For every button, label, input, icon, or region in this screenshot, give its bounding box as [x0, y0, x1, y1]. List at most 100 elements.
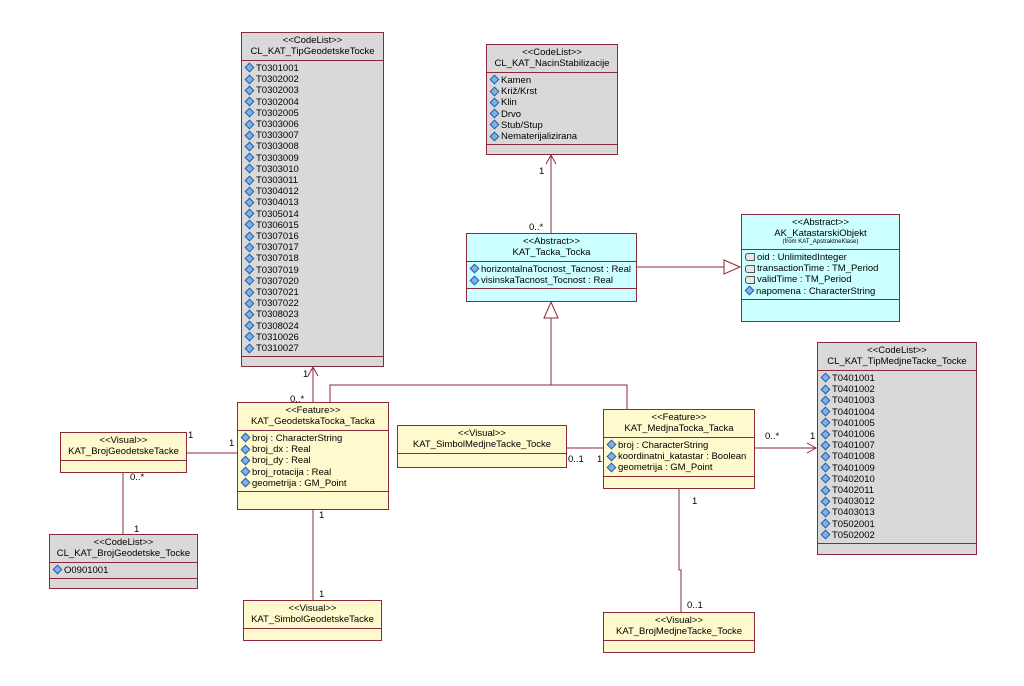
attribute-text: validTime : TM_Period [757, 274, 852, 286]
class-geodetska-tocka[interactable]: <<Feature>> KAT_GeodetskaTocka_Tacka bro… [237, 402, 389, 510]
attribute-text: T0303011 [256, 175, 299, 187]
class-name: KAT_SimbolGeodetskeTacke [251, 614, 374, 625]
class-attribute: geometrija : GM_Point [606, 462, 751, 473]
class-attribute: T0310026 [244, 331, 380, 343]
class-attribute: Kamen [489, 75, 614, 86]
attribute-text: Stub/Stup [501, 119, 543, 131]
attribute-text: T0305014 [256, 208, 299, 220]
class-attribute: T0303009 [244, 153, 380, 164]
public-attribute-icon [820, 518, 831, 529]
class-attribute: broj_rotacija : Real [240, 466, 385, 478]
class-attribute: validTime : TM_Period [745, 274, 896, 285]
attribute-text: T0502001 [832, 518, 875, 530]
attribute-text: T0301001 [256, 63, 299, 74]
class-tacka-tocka[interactable]: <<Abstract>> KAT_Tacka_Tocka horizontaln… [466, 233, 637, 302]
attribute-text: T0308024 [256, 320, 299, 332]
multiplicity-label: 1 [303, 369, 309, 380]
class-attribute: broj : CharacterString [606, 440, 751, 451]
class-name: CL_KAT_NacinStabilizacije [494, 58, 610, 69]
public-attribute-icon [244, 74, 255, 85]
public-attribute-icon [820, 440, 831, 451]
class-attribute: Stub/Stup [489, 119, 614, 131]
class-tip-geodetske-tocke[interactable]: <<CodeList>> CL_KAT_TipGeodetskeTocke T0… [241, 32, 384, 367]
public-attribute-icon [244, 264, 255, 275]
operations-compartment [398, 454, 566, 463]
attribute-text: T0304012 [256, 186, 299, 198]
attribute-text: Klin [501, 97, 517, 109]
stereotype-label: <<Feature>> [285, 405, 341, 416]
public-attribute-icon [489, 131, 500, 141]
attribute-text: T0502002 [832, 529, 875, 541]
public-attribute-icon [240, 455, 251, 466]
attribute-text: T0402011 [832, 485, 875, 497]
operations-compartment [61, 461, 186, 469]
multiplicity-label: 1 [692, 496, 698, 507]
public-attribute-icon [489, 75, 500, 85]
gen-triangle-tacka [543, 300, 559, 319]
public-attribute-icon [244, 208, 255, 219]
class-name: AK_KatastarskiObjekt [774, 228, 867, 239]
public-attribute-icon [244, 107, 255, 118]
multiplicity-label: 0..1 [568, 454, 584, 465]
operations-compartment [242, 357, 383, 367]
attribute-text: T0302004 [256, 96, 299, 108]
class-header: <<CodeList>> CL_KAT_BrojGeodetske_Tocke [50, 535, 197, 563]
class-attribute: T0302005 [244, 107, 380, 119]
class-header: <<Abstract>> AK_KatastarskiObjekt (from … [742, 215, 899, 250]
public-attribute-icon [244, 163, 255, 174]
attribute-text: T0306015 [256, 219, 299, 231]
class-simbol-geodetske-tacke[interactable]: <<Visual>> KAT_SimbolGeodetskeTacke [243, 600, 382, 641]
attribute-text: T0302005 [256, 107, 299, 119]
attribute-text: T0307021 [256, 287, 299, 299]
attribute-text: T0310026 [256, 331, 299, 343]
public-attribute-icon [469, 264, 480, 274]
class-attribute: T0401007 [820, 440, 973, 451]
multiplicity-label: 0..1 [687, 600, 703, 611]
class-attribute: T0307019 [244, 264, 380, 276]
public-attribute-icon [244, 175, 255, 185]
stereotype-label: <<Visual>> [655, 615, 703, 626]
gen-triangle-katastarski [723, 259, 742, 275]
stereotype-label: <<CodeList>> [93, 537, 154, 548]
attribute-text: T0402010 [832, 473, 875, 485]
class-attribute: Klin [489, 97, 614, 109]
class-medjna-tocka[interactable]: <<Feature>> KAT_MedjnaTocka_Tacka broj :… [603, 409, 755, 489]
public-attribute-icon [244, 275, 255, 286]
public-attribute-icon [606, 462, 617, 473]
public-attribute-icon [244, 253, 255, 264]
class-nacin-stabilizacije[interactable]: <<CodeList>> CL_KAT_NacinStabilizacije K… [486, 44, 618, 155]
class-header: <<Feature>> KAT_GeodetskaTocka_Tacka [238, 403, 388, 431]
public-attribute-icon [244, 130, 255, 141]
public-attribute-icon [820, 417, 831, 428]
class-attribute: T0403012 [820, 496, 973, 507]
class-tip-medjne-tacke[interactable]: <<CodeList>> CL_KAT_TipMedjneTacke_Tocke… [817, 342, 977, 555]
class-attribute: T0401006 [820, 429, 973, 440]
public-attribute-icon [240, 444, 251, 455]
public-attribute-icon [244, 331, 255, 342]
class-name: CL_KAT_BrojGeodetske_Tocke [56, 548, 191, 559]
public-attribute-icon [489, 97, 500, 108]
public-attribute-icon [606, 440, 617, 450]
class-attribute: T0401001 [820, 373, 973, 384]
class-katastarski-objekt[interactable]: <<Abstract>> AK_KatastarskiObjekt (from … [741, 214, 900, 322]
public-attribute-icon [820, 451, 831, 462]
class-attribute: T0502001 [820, 518, 973, 530]
attribute-text: Kamen [501, 75, 532, 86]
public-attribute-icon [244, 119, 255, 129]
public-attribute-icon [489, 86, 500, 97]
class-attribute: napomena : CharacterString [744, 286, 896, 297]
attribute-text: T0302002 [256, 74, 299, 86]
class-attribute: T0502002 [820, 529, 973, 541]
class-attribute: broj_dy : Real [240, 455, 385, 466]
class-attribute: koordinatni_katastar : Boolean [606, 451, 751, 462]
class-simbol-medjne-tacke[interactable]: <<Visual>> KAT_SimbolMedjneTacke_Tocke [397, 425, 567, 468]
class-attribute: T0308023 [244, 309, 380, 320]
class-broj-geodetske-tacke[interactable]: <<Visual>> KAT_BrojGeodetskeTacke [60, 432, 187, 473]
class-broj-geodetske-tocke-codelist[interactable]: <<CodeList>> CL_KAT_BrojGeodetske_Tocke … [49, 534, 198, 589]
class-attribute: Križ/Krst [489, 86, 614, 97]
class-broj-medjne-tacke[interactable]: <<Visual>> KAT_BrojMedjneTacke_Tocke [603, 612, 755, 653]
class-attribute: T0307022 [244, 298, 380, 309]
public-attribute-icon [244, 85, 255, 96]
public-attribute-icon [240, 466, 251, 477]
